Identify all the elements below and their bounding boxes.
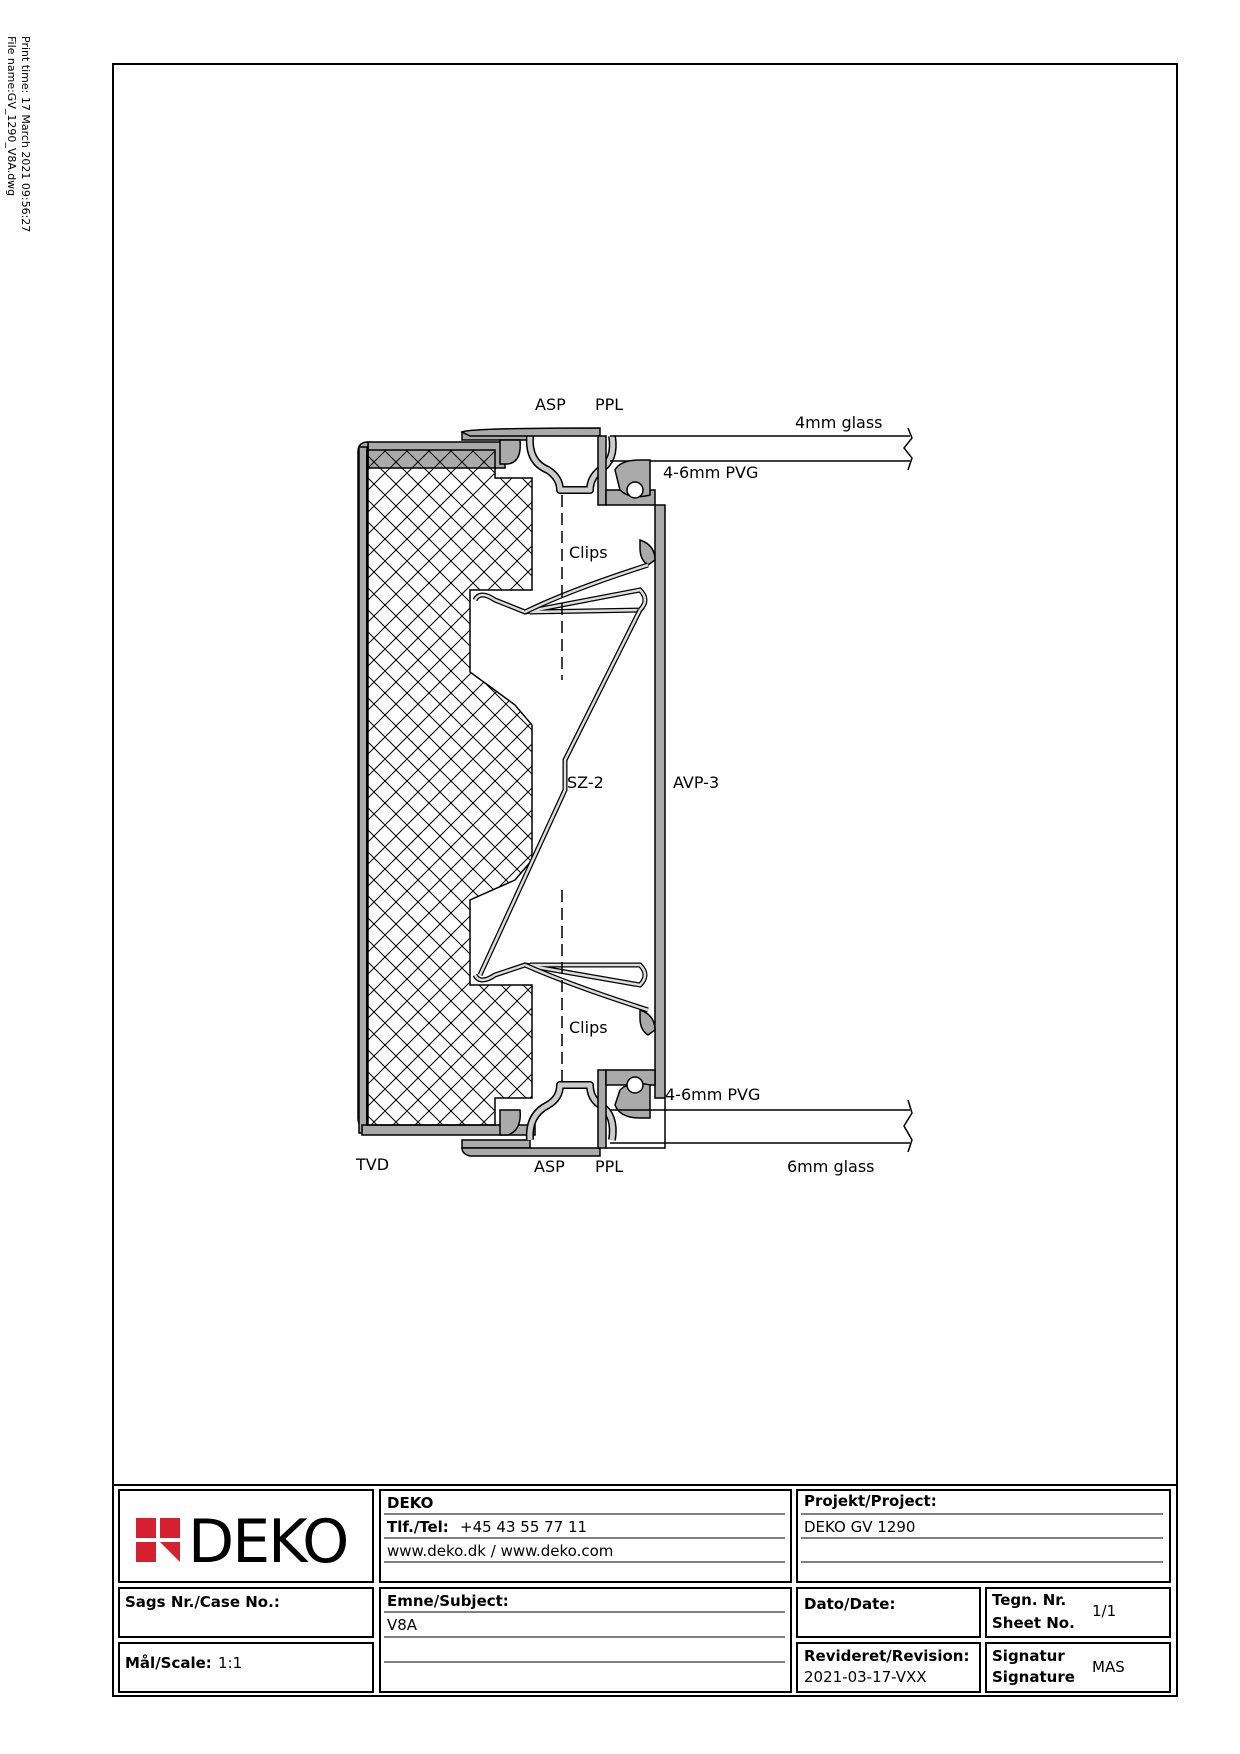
subject-label: Emne/Subject: <box>387 1592 509 1610</box>
sz2-spring <box>477 608 643 977</box>
label-asp-bottom: ASP <box>534 1157 565 1176</box>
clips-bottom <box>472 962 649 1013</box>
pvg-top-gasket <box>614 459 651 499</box>
label-glass-bottom: 6mm glass <box>787 1157 875 1176</box>
deko-logo-icon <box>136 1518 180 1562</box>
project-value: DEKO GV 1290 <box>804 1518 915 1536</box>
revision-label: Revideret/Revision: <box>804 1647 969 1665</box>
label-ppl-top: PPL <box>595 395 623 414</box>
tel-label: Tlf./Tel: <box>387 1518 449 1536</box>
clips-top <box>472 562 649 615</box>
scale-label: Mål/Scale: <box>125 1654 212 1672</box>
title-block: DEKO DEKO Tlf./Tel: +45 43 55 77 11 www.… <box>112 1484 1176 1693</box>
date-label: Dato/Date: <box>804 1595 895 1613</box>
asp-bottom-profile <box>461 1081 617 1157</box>
tel-value: +45 43 55 77 11 <box>460 1518 587 1536</box>
asp-top-profile <box>460 427 617 494</box>
scale-value: 1:1 <box>218 1654 242 1672</box>
label-glass-top: 4mm glass <box>795 413 883 432</box>
project-label: Projekt/Project: <box>804 1492 937 1510</box>
label-pvg-bottom: 4-6mm PVG <box>665 1085 760 1104</box>
drawing-frame <box>112 63 1178 1697</box>
revision-value: 2021-03-17-VXX <box>804 1668 927 1686</box>
label-pvg-top: 4-6mm PVG <box>663 463 758 482</box>
sheet-value: 1/1 <box>1092 1602 1116 1620</box>
label-sz2: SZ-2 <box>567 773 604 792</box>
sheet-label-2: Sheet No. <box>992 1614 1075 1632</box>
signature-label-1: Signatur <box>992 1647 1065 1665</box>
web-address: www.deko.dk / www.deko.com <box>387 1542 613 1560</box>
signature-value: MAS <box>1092 1658 1125 1676</box>
label-clips-top: Clips <box>569 543 608 562</box>
subject-value: V8A <box>387 1616 418 1634</box>
label-asp-top: ASP <box>535 395 566 414</box>
logo-text: DEKO <box>188 1507 347 1577</box>
label-ppl-bottom: PPL <box>595 1157 623 1176</box>
label-avp3: AVP-3 <box>673 773 719 792</box>
glass-6mm-bottom <box>610 1099 913 1153</box>
case-label: Sags Nr./Case No.: <box>125 1593 280 1611</box>
label-tvd: TVD <box>355 1155 389 1174</box>
insulation-core <box>366 449 533 1126</box>
glass-4mm-top <box>610 427 913 471</box>
signature-label-2: Signature <box>992 1668 1075 1686</box>
label-clips-bottom: Clips <box>569 1018 608 1037</box>
company-name: DEKO <box>387 1494 433 1512</box>
sheet-label-1: Tegn. Nr. <box>992 1591 1066 1609</box>
